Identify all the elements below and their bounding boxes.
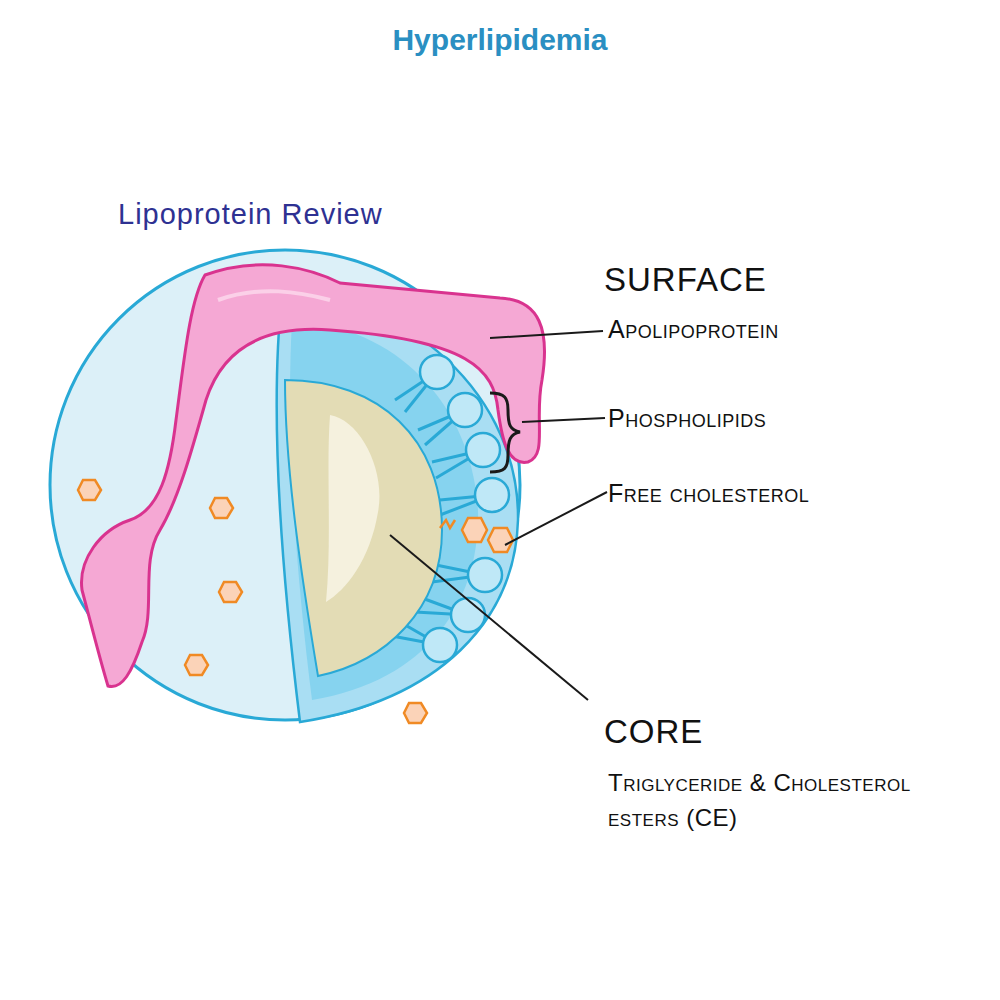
subtitle: Lipoprotein Review — [118, 193, 538, 235]
phospholipid-head — [420, 355, 454, 389]
cholesterol-hexagon — [210, 498, 233, 518]
cholesterol-tail — [440, 520, 455, 528]
cholesterol-hexagon — [404, 703, 427, 723]
leader-lines — [390, 331, 607, 700]
apolipoprotein-highlight — [218, 291, 330, 300]
phospholipid-head — [475, 478, 509, 512]
apolipoprotein-band — [82, 265, 545, 687]
part-label: Phospholipids — [608, 400, 948, 436]
phospholipid-head — [423, 628, 457, 662]
leader-line — [390, 535, 588, 700]
part-label: Free cholesterol — [608, 475, 968, 511]
phospholipid-head — [468, 558, 502, 592]
leader-line — [522, 418, 605, 422]
cholesterol-hexagon — [488, 528, 513, 552]
section-heading: CORE — [604, 708, 904, 756]
cholesterol-hexagon — [219, 582, 242, 602]
cholesterol-hexagon — [78, 480, 101, 500]
phospholipid-head — [451, 598, 485, 632]
core-highlight — [326, 415, 379, 602]
phospholipid-bracket — [490, 393, 520, 472]
phospholipid-head — [448, 393, 482, 427]
section-heading: SURFACE — [604, 256, 904, 304]
cholesterol-hexagon — [185, 655, 208, 675]
diagram-title: Hyperlipidemia — [0, 20, 1000, 59]
core-region — [285, 380, 442, 676]
cholesterol-hexagon — [462, 518, 487, 542]
phospholipid-head — [466, 433, 500, 467]
part-label: Triglyceride & Cholesterol esters (CE) — [608, 766, 926, 836]
leader-line — [490, 331, 603, 338]
part-label: Apolipoprotein — [608, 311, 948, 347]
leader-line — [505, 492, 607, 545]
